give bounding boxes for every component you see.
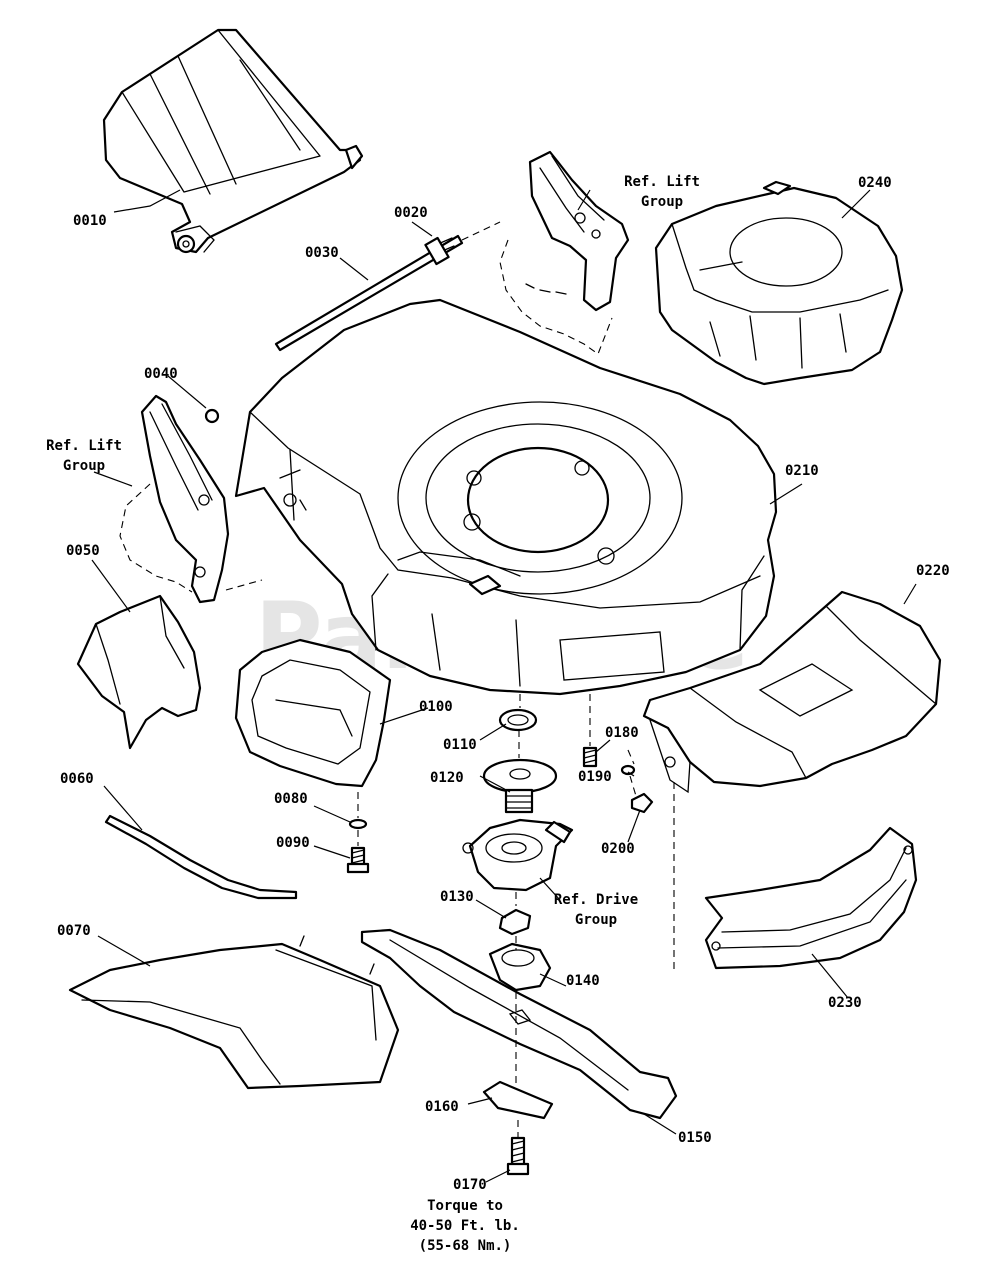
ref-lift-group-left-line2: Group [62, 458, 106, 474]
blade-plate-bolt [482, 1080, 554, 1176]
ref-lift-group-right-line2: Group [640, 194, 684, 210]
torque-note-line1: Torque to [427, 1198, 503, 1214]
label-0150: 0150 [678, 1130, 712, 1146]
blade-hub [488, 942, 552, 992]
fasteners-right [582, 746, 654, 814]
label-0090: 0090 [276, 835, 310, 851]
label-0080: 0080 [274, 791, 308, 807]
label-0160: 0160 [425, 1099, 459, 1115]
label-0170: 0170 [453, 1177, 487, 1193]
key [498, 908, 532, 936]
label-0020: 0020 [394, 205, 428, 221]
label-0040: 0040 [144, 366, 178, 382]
front-bumper-cover [642, 590, 942, 794]
leader-lines [91, 189, 917, 1183]
label-0180: 0180 [605, 725, 639, 741]
label-0060: 0060 [60, 771, 94, 787]
drive-assembly [462, 818, 574, 892]
label-0110: 0110 [443, 737, 477, 753]
ref-lift-group-right-line1: Ref. Lift [624, 174, 700, 190]
torque-note-line3: (55-68 Nm.) [418, 1238, 512, 1254]
label-0130: 0130 [440, 889, 474, 905]
label-0140: 0140 [566, 973, 600, 989]
ref-drive-group-line1: Ref. Drive [553, 892, 639, 908]
washer-bolt-left [346, 818, 370, 874]
wire-rod [104, 814, 298, 900]
label-0050: 0050 [66, 543, 100, 559]
front-skirt [704, 826, 918, 970]
torque-note-line2: 40-50 Ft. lb. [410, 1218, 520, 1234]
lift-bracket-left [119, 394, 263, 604]
ref-lift-group-left-line1: Ref. Lift [46, 438, 122, 454]
assembly-guides [357, 694, 675, 1138]
label-0070: 0070 [57, 923, 91, 939]
side-chute [76, 594, 202, 750]
ref-lift-group-left: Ref. Lift Group [34, 436, 134, 476]
label-0240: 0240 [858, 175, 892, 191]
label-0230: 0230 [828, 995, 862, 1011]
blade-adapter-stack [482, 708, 558, 814]
bag-frame [234, 638, 392, 788]
label-0210: 0210 [785, 463, 819, 479]
blade [360, 928, 678, 1120]
label-0010: 0010 [73, 213, 107, 229]
ref-drive-group: Ref. Drive Group [544, 890, 648, 930]
label-0100: 0100 [419, 699, 453, 715]
engine [654, 180, 904, 386]
label-0190: 0190 [578, 769, 612, 785]
ref-lift-group-right: Ref. Lift Group [612, 172, 712, 212]
rear-door [102, 28, 364, 254]
mower-deck [234, 298, 778, 696]
label-0200: 0200 [601, 841, 635, 857]
rear-axle-rod [274, 221, 501, 352]
mulch-bag [68, 935, 400, 1090]
ref-drive-group-line2: Group [574, 912, 618, 928]
label-0220: 0220 [916, 563, 950, 579]
torque-note: Torque to 40-50 Ft. lb. (55-68 Nm.) [400, 1196, 530, 1256]
label-0120: 0120 [430, 770, 464, 786]
lift-bracket-right [499, 150, 630, 355]
label-0030: 0030 [305, 245, 339, 261]
